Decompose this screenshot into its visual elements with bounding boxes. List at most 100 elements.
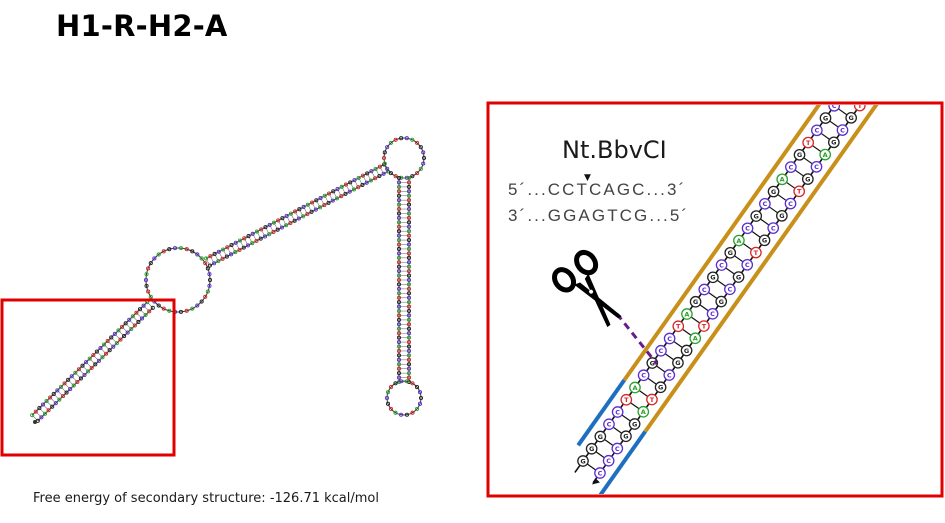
loop-backbone	[386, 380, 422, 416]
nucleotide-letter: G	[710, 274, 715, 282]
nucleotide-dot	[73, 370, 78, 375]
recognition-bottom-strand: 3´...GGAGTCG...5´	[508, 206, 690, 225]
nucleotide-dot	[116, 328, 121, 333]
nucleotide-dot	[30, 413, 35, 418]
nucleotide-dot	[396, 277, 402, 283]
nucleotide-circle	[681, 308, 693, 320]
nucleotide-letter: T	[702, 322, 707, 330]
nucleotide-circle	[784, 197, 797, 210]
nucleotide-dot	[125, 330, 130, 335]
nucleotide-dot	[396, 344, 402, 349]
nucleotide-dot	[172, 246, 178, 251]
nucleotide-dot	[39, 415, 44, 420]
nucleotide-circle	[819, 112, 832, 124]
nucleotide-dot	[385, 145, 390, 150]
nucleotide-dot	[76, 367, 81, 372]
nucleotide-dot	[396, 348, 402, 354]
nucleotide-letter: C	[719, 261, 724, 269]
nucleotide-letter: G	[771, 188, 776, 196]
nucleotide-dot	[396, 371, 402, 376]
nucleotide-dot	[406, 180, 412, 185]
nucleotide-dot	[406, 362, 412, 367]
nucleotide-dot	[396, 215, 402, 220]
nucleotide-dot	[84, 360, 89, 365]
nucleotide-dot	[221, 247, 226, 252]
nucleotide-dot	[377, 164, 382, 169]
diagram-title: H1-R-H2-A	[56, 9, 228, 43]
nucleotide-dot	[398, 412, 404, 417]
nucleotide-dot	[382, 150, 387, 155]
nucleotide-letter: G	[650, 359, 655, 367]
nucleotide-dot	[132, 323, 137, 328]
nucleotide-dot	[343, 191, 348, 196]
nucleotide-dot	[134, 310, 139, 315]
zoom-helix: GCGCGCCGCGTAATCGGCCGCGTAATGCCGGCCGGCATCG…	[574, 102, 879, 494]
nucleotide-dot	[184, 247, 189, 252]
nucleotide-circle	[611, 442, 624, 455]
nucleotide-circle	[706, 307, 719, 320]
nucleotide-dot	[144, 272, 149, 277]
nucleotide-dot	[406, 224, 412, 229]
nucleotide-dot	[406, 220, 412, 225]
nucleotide-dot	[381, 171, 386, 176]
nucleotide-dot	[267, 222, 272, 227]
nucleotide-dot	[406, 215, 412, 220]
nucleotide-circle	[698, 283, 711, 296]
nucleotide-dot	[109, 335, 114, 340]
nucleotide-dot	[396, 264, 402, 269]
nucleotide-dot	[314, 198, 319, 203]
nucleotide-dot	[229, 252, 234, 257]
nucleotide-dot	[100, 355, 105, 360]
nucleotide-dot	[89, 365, 94, 370]
nucleotide-dot	[233, 240, 238, 245]
nucleotide-letter: C	[832, 102, 837, 110]
nucleotide-circle	[733, 234, 745, 247]
nucleotide-dot	[279, 225, 284, 230]
nucleotide-dot	[406, 242, 412, 247]
nucleotide-dot	[161, 306, 166, 311]
nucleotide-dot	[406, 277, 412, 283]
nucleotide-dot	[406, 304, 412, 309]
nucleotide-letter: G	[762, 237, 767, 245]
strand-guide-gold-bottom	[643, 105, 879, 433]
nucleotide-dot	[396, 180, 402, 185]
nucleotide-dot	[224, 254, 229, 259]
nucleotide-dot	[406, 238, 412, 243]
nucleotide-letter: A	[632, 384, 637, 392]
nucleotide-dot	[396, 357, 402, 362]
nucleotide-circle	[741, 258, 754, 271]
nucleotide-dot	[418, 166, 423, 171]
nucleotide-dot	[91, 353, 96, 358]
nucleotide-dot	[305, 212, 310, 217]
nucleotide-dot	[68, 387, 73, 392]
nucleotide-dot	[46, 408, 51, 413]
nucleotide-dot	[406, 313, 412, 318]
nucleotide-dot	[396, 304, 402, 309]
nucleotide-dot	[384, 395, 390, 401]
nucleotide-dot	[297, 207, 302, 212]
nucleotide-dot	[203, 294, 208, 299]
nucleotide-circle	[819, 148, 832, 161]
nucleotide-dot	[259, 227, 264, 232]
nucleotide-dot	[396, 291, 402, 296]
nucleotide-dot	[199, 256, 204, 261]
enzyme-name: Nt.BbvCI	[562, 136, 667, 164]
nucleotide-dot	[396, 251, 402, 256]
nucleotide-dot	[396, 224, 402, 229]
nucleotide-dot	[129, 326, 134, 332]
nucleotide-dot	[212, 251, 217, 257]
nucleotide-circle	[602, 454, 615, 467]
nucleotide-dot	[111, 344, 116, 349]
nucleotide-dot	[305, 202, 310, 207]
nucleotide-dot	[414, 406, 420, 411]
nucleotide-dot	[406, 260, 412, 265]
nucleotide-letter: G	[693, 298, 698, 306]
nucleotide-dot	[207, 277, 213, 283]
nucleotide-dot	[203, 261, 208, 266]
nucleotide-letter: C	[840, 126, 845, 134]
nucleotide-dot	[399, 136, 404, 141]
nucleotide-dot	[143, 277, 149, 283]
nucleotide-dot	[146, 266, 151, 271]
nucleotide-circle	[741, 222, 754, 235]
nucleotide-dot	[105, 338, 110, 344]
